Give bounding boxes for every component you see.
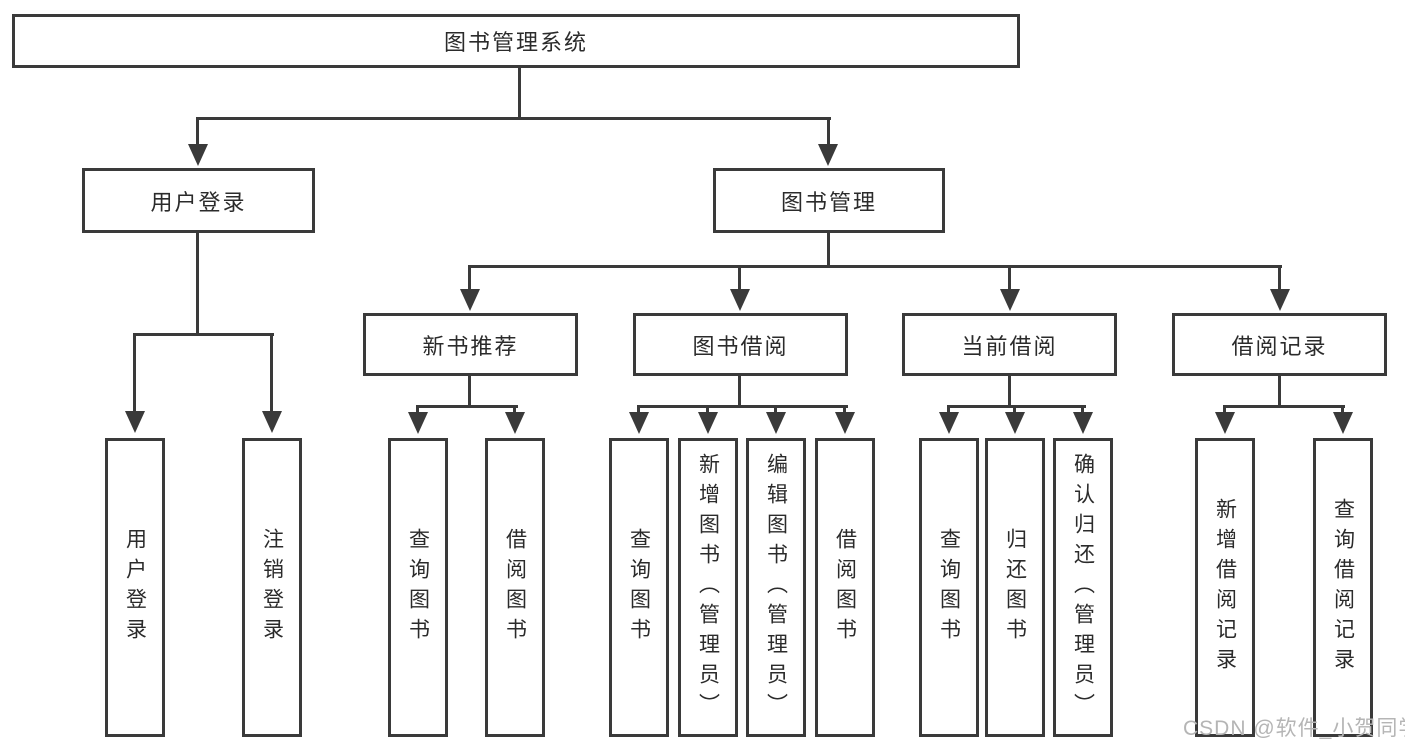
arrowhead-down-icon (125, 411, 145, 433)
line-segment (774, 405, 777, 414)
line-segment (1278, 375, 1281, 408)
leaf-query-books-current-label: 查询图书 (937, 527, 961, 648)
line-segment (133, 333, 274, 336)
leaf-user-login-label: 用户登录 (123, 527, 147, 648)
line-segment (1008, 375, 1011, 408)
line-segment (738, 375, 741, 408)
leaf-add-borrow-record: 新增借阅记录 (1195, 438, 1255, 737)
line-segment (468, 265, 1282, 268)
node-book-management: 图书管理 (713, 168, 945, 233)
leaf-add-books-admin: 新增图书（管理员） (678, 438, 738, 737)
arrowhead-down-icon (629, 412, 649, 434)
line-segment (133, 333, 136, 413)
node-borrowing-records: 借阅记录 (1172, 313, 1387, 376)
line-segment (1013, 405, 1016, 414)
node-current-borrowing: 当前借阅 (902, 313, 1117, 376)
node-book-borrowing: 图书借阅 (633, 313, 848, 376)
line-segment (468, 265, 471, 293)
line-segment (1341, 405, 1344, 414)
arrowhead-down-icon (1270, 289, 1290, 311)
arrowhead-down-icon (1005, 412, 1025, 434)
node-book-management-label: 图书管理 (780, 189, 877, 215)
node-user-login-label: 用户登录 (150, 189, 247, 215)
watermark: CSDN @软件_小贺同学 (1183, 717, 1405, 740)
leaf-return-books-label: 归还图书 (1003, 527, 1027, 648)
leaf-query-books-borrow-label: 查询图书 (627, 527, 651, 648)
node-root: 图书管理系统 (12, 14, 1020, 68)
leaf-borrow-books-recommend: 借阅图书 (485, 438, 545, 737)
leaf-edit-books-admin: 编辑图书（管理员） (746, 438, 806, 737)
arrowhead-down-icon (818, 144, 838, 166)
line-segment (416, 405, 419, 414)
line-segment (637, 405, 848, 408)
leaf-logout-label: 注销登录 (260, 527, 284, 648)
line-segment (827, 233, 830, 268)
leaf-add-borrow-record-label: 新增借阅记录 (1213, 497, 1237, 678)
leaf-query-books-recommend-label: 查询图书 (406, 527, 430, 648)
arrowhead-down-icon (408, 412, 428, 434)
leaf-user-login: 用户登录 (105, 438, 165, 737)
leaf-add-books-admin-label: 新增图书（管理员） (696, 452, 720, 723)
leaf-confirm-return-admin-label: 确认归还（管理员） (1071, 452, 1095, 723)
line-segment (196, 117, 199, 146)
line-segment (738, 265, 741, 293)
line-segment (513, 405, 516, 414)
arrowhead-down-icon (698, 412, 718, 434)
leaf-logout: 注销登录 (242, 438, 302, 737)
line-segment (1278, 265, 1281, 293)
node-user-login: 用户登录 (82, 168, 315, 233)
leaf-query-books-borrow: 查询图书 (609, 438, 669, 737)
leaf-borrow-books-label: 借阅图书 (833, 527, 857, 648)
node-new-book-recommendation-label: 新书推荐 (422, 333, 519, 359)
node-new-book-recommendation: 新书推荐 (363, 313, 578, 376)
leaf-borrow-books: 借阅图书 (815, 438, 875, 737)
line-segment (416, 405, 518, 408)
leaf-borrow-books-recommend-label: 借阅图书 (503, 527, 527, 648)
leaf-query-borrow-record-label: 查询借阅记录 (1331, 497, 1355, 678)
line-segment (843, 405, 846, 414)
node-book-borrowing-label: 图书借阅 (692, 333, 789, 359)
arrowhead-down-icon (835, 412, 855, 434)
node-root-label: 图书管理系统 (443, 30, 588, 55)
leaf-return-books: 归还图书 (985, 438, 1045, 737)
line-segment (1081, 405, 1084, 414)
leaf-query-borrow-record: 查询借阅记录 (1313, 438, 1373, 737)
arrowhead-down-icon (460, 289, 480, 311)
arrowhead-down-icon (505, 412, 525, 434)
line-segment (1223, 405, 1345, 408)
line-segment (947, 405, 950, 414)
line-segment (1008, 265, 1011, 293)
arrowhead-down-icon (766, 412, 786, 434)
line-segment (706, 405, 709, 414)
leaf-edit-books-admin-label: 编辑图书（管理员） (764, 452, 788, 723)
line-segment (270, 333, 273, 413)
arrowhead-down-icon (188, 144, 208, 166)
leaf-query-books-current: 查询图书 (919, 438, 979, 737)
arrowhead-down-icon (730, 289, 750, 311)
line-segment (637, 405, 640, 414)
arrowhead-down-icon (939, 412, 959, 434)
line-segment (196, 233, 199, 336)
leaf-query-books-recommend: 查询图书 (388, 438, 448, 737)
arrowhead-down-icon (1215, 412, 1235, 434)
arrowhead-down-icon (1000, 289, 1020, 311)
line-segment (1223, 405, 1226, 414)
arrowhead-down-icon (1333, 412, 1353, 434)
line-segment (947, 405, 1086, 408)
line-segment (468, 375, 471, 408)
arrowhead-down-icon (262, 411, 282, 433)
line-segment (518, 68, 521, 120)
line-segment (196, 117, 831, 120)
leaf-confirm-return-admin: 确认归还（管理员） (1053, 438, 1113, 737)
arrowhead-down-icon (1073, 412, 1093, 434)
node-borrowing-records-label: 借阅记录 (1231, 333, 1328, 359)
line-segment (827, 117, 830, 146)
node-current-borrowing-label: 当前借阅 (961, 333, 1058, 359)
